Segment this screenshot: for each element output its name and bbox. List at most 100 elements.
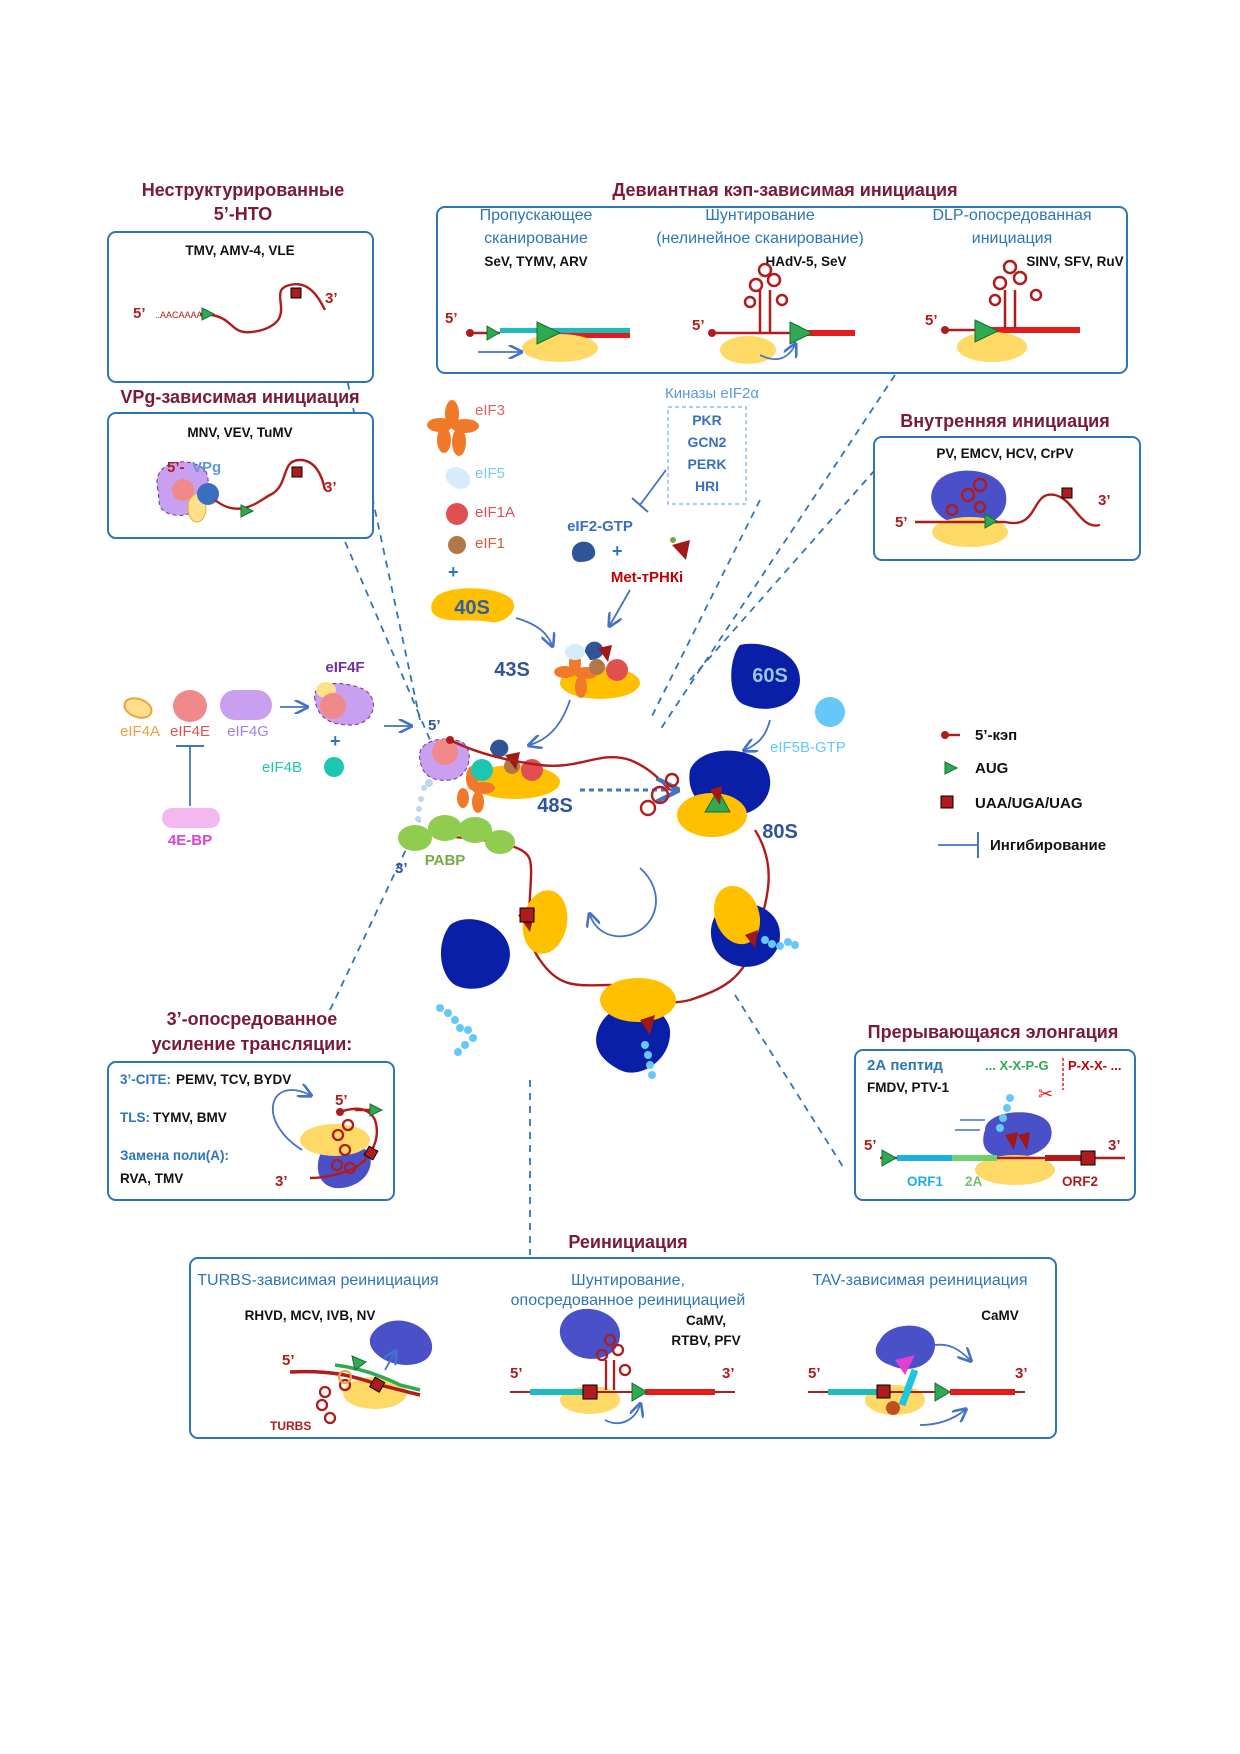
internal-title: Внутренняя инициация — [900, 411, 1109, 431]
s48-label: 48S — [537, 795, 573, 817]
elongation-title: Прерывающаяся элонгация — [868, 1022, 1119, 1042]
legend: 5’-кэп AUG UAA/UGA/UAG Ингибирование — [938, 727, 1106, 858]
shunt-title-1: Шунтирование — [705, 207, 815, 224]
kinase-hri: HRI — [695, 478, 719, 494]
unstructured-five-prime: 5’ — [133, 305, 146, 322]
plus-sign-2: + — [612, 541, 623, 561]
turbs-five-prime: 5’ — [282, 1352, 295, 1369]
unstructured-box — [107, 231, 374, 383]
unstructured-seq: ..AACAAAA.. — [155, 310, 208, 320]
panel-deviant: Девиантная кэп-зависимая инициация Пропу… — [436, 180, 1128, 374]
unstructured-viruses: TMV, AMV-4, VLE — [185, 243, 294, 258]
seq-left: ... X-X-P-G — [985, 1058, 1049, 1073]
vpg-five-prime: 5’- — [167, 459, 185, 476]
orf1-label: ORF1 — [907, 1174, 943, 1189]
three-prime-five: 5’ — [335, 1092, 348, 1109]
complex-43s: 43S — [494, 641, 640, 745]
panel-unstructured-utr: Неструктурированные 5’-НТО TMV, AMV-4, V… — [107, 180, 374, 383]
panel-internal: Внутренняя инициация PV, EMCV, HCV, CrPV… — [873, 411, 1141, 561]
internal-five-prime: 5’ — [895, 514, 908, 531]
legend-inhibit: Ингибирование — [990, 837, 1106, 854]
plus-sign-3: + — [330, 731, 341, 751]
unstructured-title-1: Неструктурированные — [142, 180, 344, 200]
eif4f-label: eIF4F — [325, 659, 364, 676]
leaky-title-2: сканирование — [484, 230, 588, 247]
eif5b-label: eIF5B-GTP — [770, 739, 846, 756]
met-trna-label: Met-тРНКi — [611, 569, 683, 586]
reinit-title: Реинициация — [568, 1232, 687, 1252]
turbs-viruses: RHVD, MCV, IVB, NV — [245, 1308, 376, 1323]
elongation-five-prime: 5’ — [864, 1137, 877, 1154]
vpg-label: VPg — [192, 459, 221, 476]
stop-codon-icon — [290, 287, 302, 299]
reinit-shunt-2: опосредованное реинициацией — [511, 1292, 746, 1309]
deviant-title: Девиантная кэп-зависимая инициация — [612, 180, 957, 200]
unstructured-title-2: 5’-НТО — [214, 204, 273, 224]
seg2a-label: 2A — [965, 1174, 983, 1189]
leaky-five-prime: 5’ — [445, 310, 458, 327]
shunt-viruses: HAdV-5, SeV — [765, 254, 846, 269]
internal-viruses: PV, EMCV, HCV, CrPV — [936, 446, 1073, 461]
dashed-connectors — [329, 369, 896, 1255]
tav-three-prime: 3’ — [1015, 1365, 1028, 1382]
reinit-shunt-five: 5’ — [510, 1365, 523, 1382]
polya-label: Замена поли(A): — [120, 1148, 229, 1163]
eif4g-label: eIF4G — [227, 723, 269, 740]
main-cycle: 5’ 48S 60S eIF5B-GTP — [395, 643, 846, 1079]
legend-cap: 5’-кэп — [975, 727, 1017, 744]
tls-viruses: TYMV, BMV — [153, 1110, 227, 1125]
dlp-title-2: инициация — [972, 230, 1052, 247]
unstructured-three-prime: 3’ — [325, 290, 338, 307]
tls-label: TLS: — [120, 1110, 150, 1125]
leaky-title-1: Пропускающее — [480, 207, 593, 224]
panel-vpg: VPg-зависимая инициация MNV, VEV, TuMV 5… — [107, 387, 374, 539]
panel-three-prime: 3’-опосредованное усиление трансляции: 3… — [107, 1009, 395, 1201]
three-prime-title-1: 3’-опосредованное — [167, 1009, 338, 1029]
eif4e-label: eIF4E — [170, 723, 210, 740]
orf2-label: ORF2 — [1062, 1174, 1098, 1189]
vpg-three-prime: 3’ — [324, 479, 337, 496]
s80-label: 80S — [762, 821, 798, 843]
s40-label: 40S — [454, 597, 490, 619]
eif4b-label: eIF4B — [262, 759, 302, 776]
internal-three-prime: 3’ — [1098, 492, 1111, 509]
seq-right: P-X-X- ... — [1068, 1058, 1121, 1073]
cycle-five-prime: 5’ — [428, 717, 441, 734]
vpg-title: VPg-зависимая инициация — [120, 387, 359, 407]
stop-codon-icon — [940, 795, 954, 809]
three-prime-three: 3’ — [275, 1173, 288, 1190]
turbs-label: TURBS — [270, 1419, 311, 1433]
kinase-gcn2: GCN2 — [688, 434, 727, 450]
pabp-label: PABP — [425, 852, 466, 869]
eif5-label: eIF5 — [475, 465, 505, 482]
ebp-label: 4E-BP — [168, 832, 212, 849]
s60-label: 60S — [752, 665, 788, 687]
legend-aug: AUG — [975, 760, 1008, 777]
three-prime-title-2: усиление трансляции: — [152, 1034, 353, 1054]
elongation-viruses: FMDV, PTV-1 — [867, 1080, 950, 1095]
eif1a-label: eIF1A — [475, 504, 515, 521]
tav-five-prime: 5’ — [808, 1365, 821, 1382]
eif4a-label: eIF4A — [120, 723, 160, 740]
elongation-three-prime: 3’ — [1108, 1137, 1121, 1154]
tav-title: TAV-зависимая реинициация — [812, 1272, 1027, 1289]
vpg-viruses: MNV, VEV, TuMV — [187, 425, 292, 440]
leaky-viruses: SeV, TYMV, ARV — [484, 254, 587, 269]
polya-viruses: RVA, TMV — [120, 1171, 183, 1186]
kinase-perk: PERK — [688, 456, 727, 472]
reinit-shunt-three: 3’ — [722, 1365, 735, 1382]
kinases-title: Киназы eIF2α — [665, 385, 759, 402]
legend-stop: UAA/UGA/UAG — [975, 795, 1083, 812]
aug-icon — [944, 761, 959, 775]
shunt-title-2: (нелинейное сканирование) — [656, 230, 864, 247]
cite-label: 3’-CITE: — [120, 1072, 171, 1087]
panel-elongation: Прерывающаяся элонгация 2А пептид FMDV, … — [854, 1022, 1136, 1201]
turbs-title: TURBS-зависимая реинициация — [197, 1272, 438, 1289]
eif4-group: eIF4A eIF4E eIF4G eIF4F + eIF4B 4E-BP — [120, 659, 410, 849]
cycle-three-prime: 3’ — [395, 860, 408, 877]
plus-sign-1: + — [448, 562, 459, 582]
initiation-factors: eIF3 eIF5 eIF1A eIF1 + 40S — [427, 400, 552, 645]
shunt-five-prime: 5’ — [692, 317, 705, 334]
panel-reinitiation: Реинициация TURBS-зависимая реинициация … — [189, 1232, 1057, 1439]
